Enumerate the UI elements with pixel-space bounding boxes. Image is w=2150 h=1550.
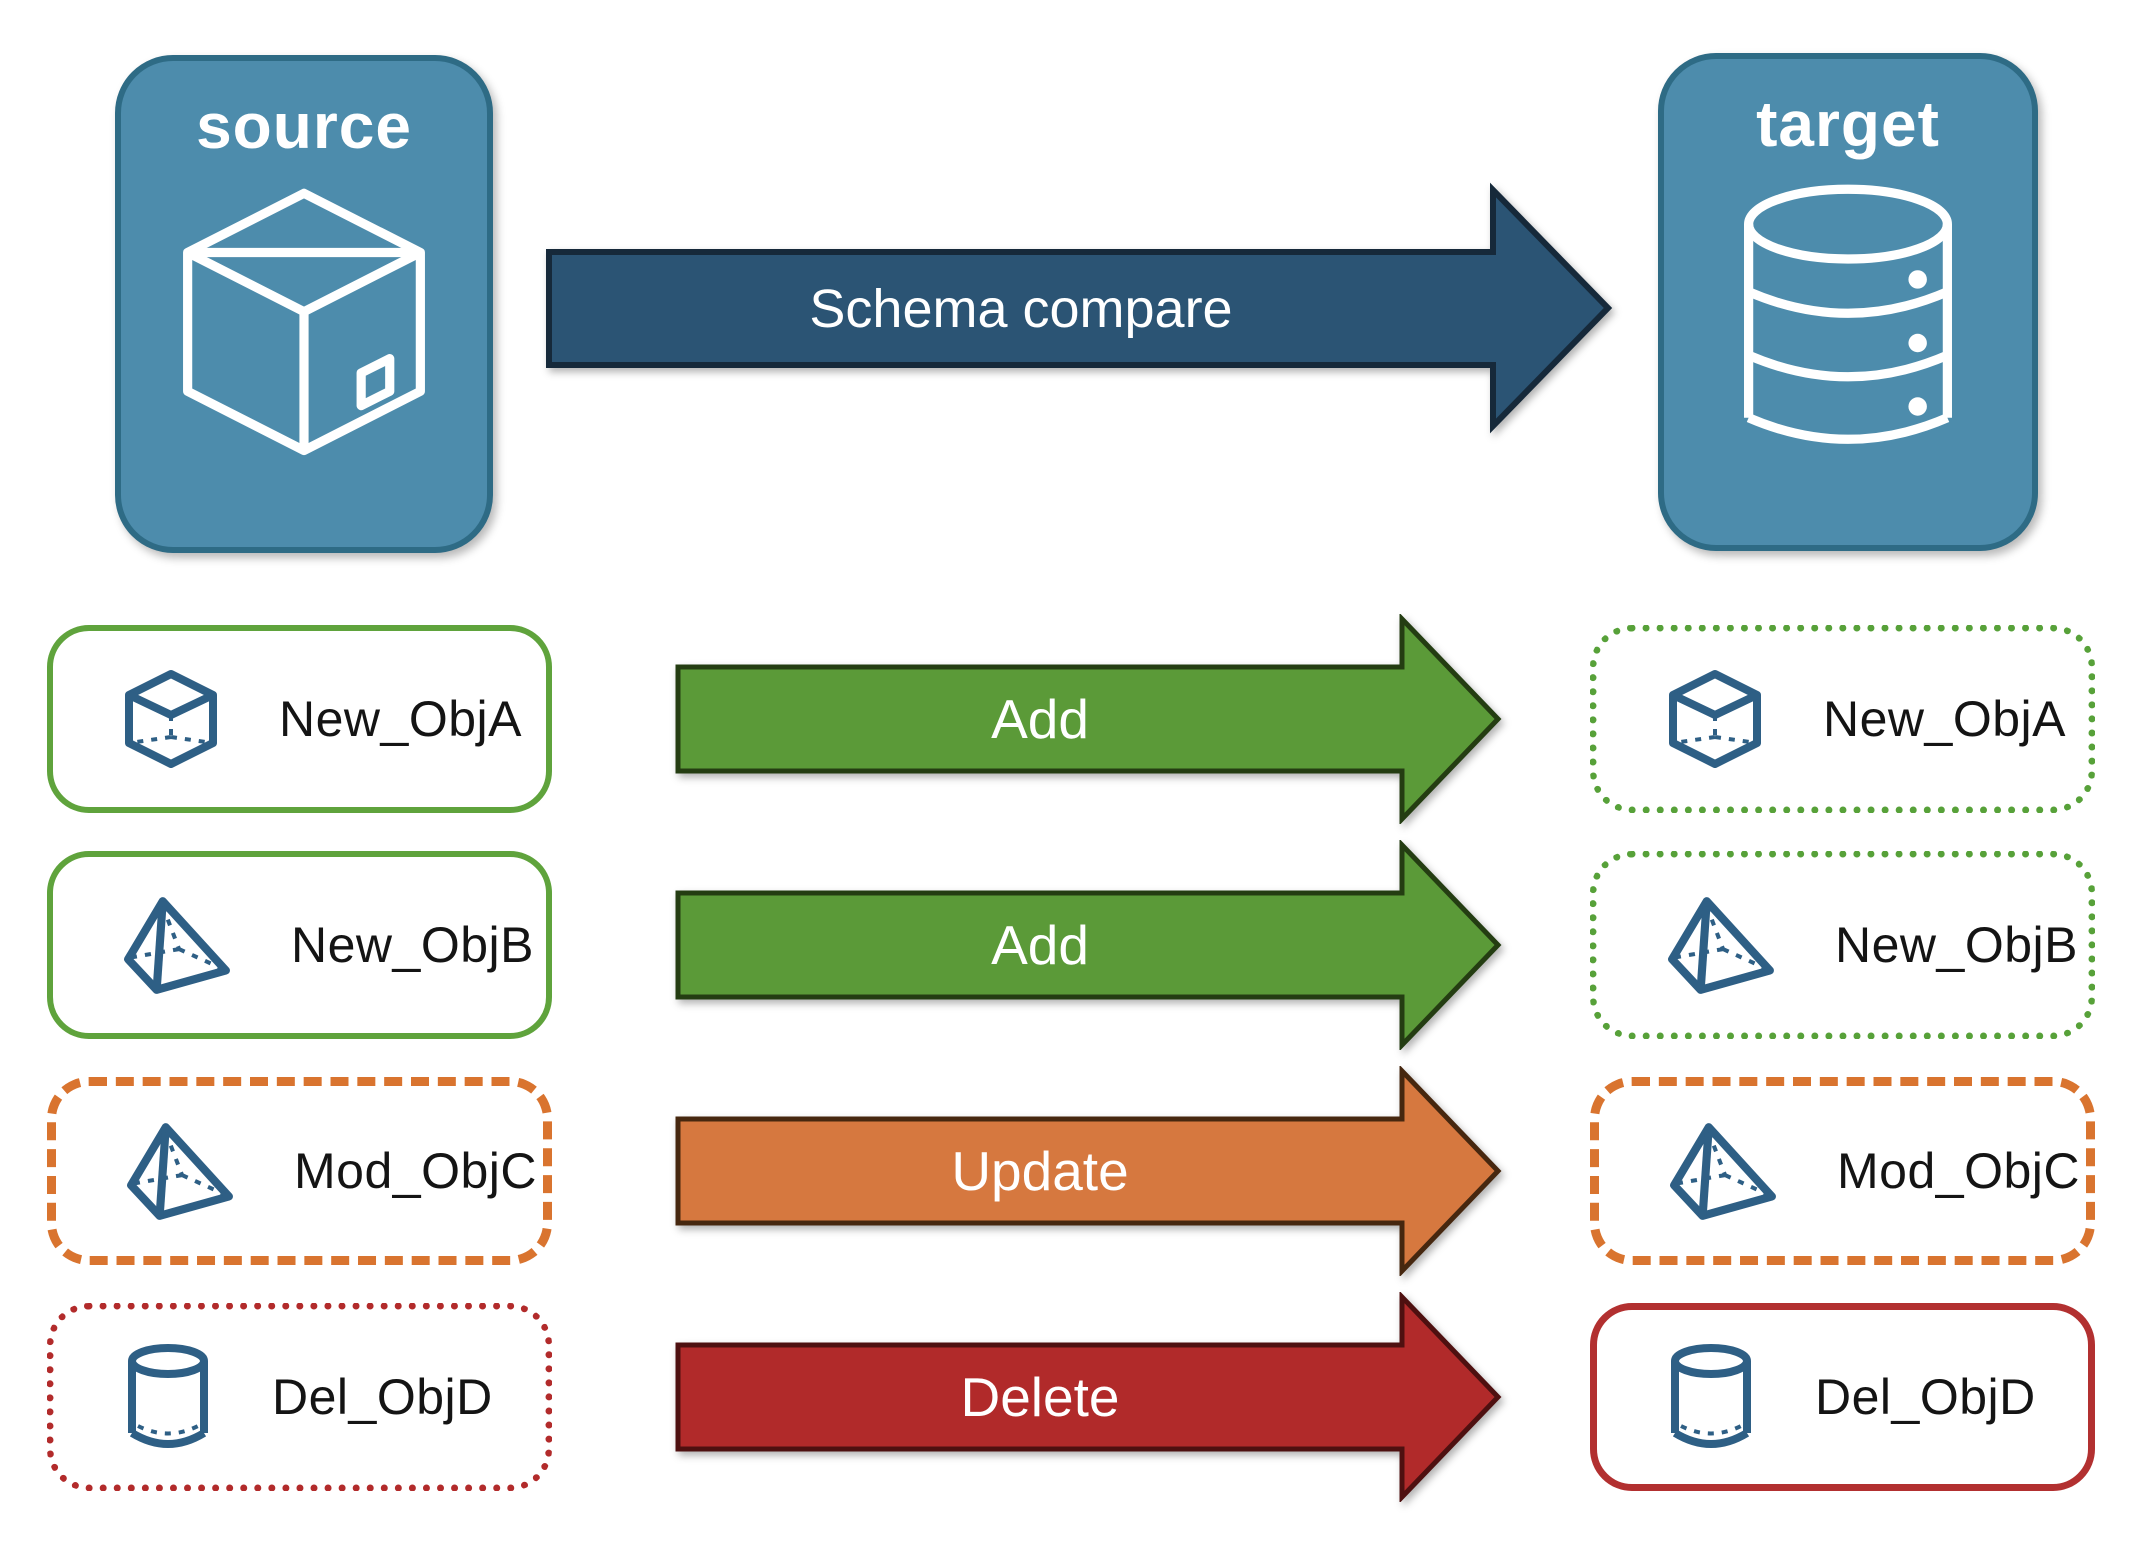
- add-arrow-row1: Add: [672, 614, 1512, 824]
- target-object-del-objd: Del_ObjD: [1590, 1303, 2095, 1491]
- delete-arrow-label: Delete: [960, 1365, 1120, 1428]
- source-title: source: [196, 90, 412, 162]
- object-label: Mod_ObjC: [294, 1143, 537, 1199]
- cylinder-icon: [1671, 1344, 1751, 1448]
- package-icon: [183, 189, 425, 456]
- object-label: New_ObjB: [1835, 917, 2078, 973]
- update-arrow-label: Update: [951, 1139, 1129, 1202]
- source-object-mod-objc: Mod_ObjC: [47, 1077, 552, 1265]
- object-label: New_ObjB: [291, 917, 534, 973]
- cylinder-icon: [128, 1344, 208, 1448]
- target-object-new-obja: New_ObjA: [1590, 625, 2095, 813]
- add-arrow-shape: [675, 840, 1502, 1050]
- object-label: New_ObjA: [279, 691, 522, 747]
- add-arrow-label: Add: [991, 913, 1089, 976]
- target-title: target: [1756, 88, 1940, 160]
- database-icon: [1744, 185, 1952, 445]
- object-label: Del_ObjD: [272, 1369, 493, 1425]
- target-object-new-objb: New_ObjB: [1590, 851, 2095, 1039]
- source-object-new-objb: New_ObjB: [47, 851, 552, 1039]
- update-arrow-row3: Update: [672, 1066, 1512, 1276]
- add-arrow-row2: Add: [672, 840, 1512, 1050]
- schema-compare-arrow: Schema compare: [540, 180, 1620, 436]
- source-object-del-objd: Del_ObjD: [47, 1303, 552, 1491]
- schema-compare-arrow-shape: [546, 182, 1613, 434]
- object-label: New_ObjA: [1823, 691, 2066, 747]
- pyramid-icon: [127, 1123, 233, 1220]
- source-object-new-obja: New_ObjA: [47, 625, 552, 813]
- pyramid-icon: [1670, 1123, 1776, 1220]
- object-label: Del_ObjD: [1815, 1369, 2036, 1425]
- cube-icon: [125, 670, 217, 768]
- pyramid-icon: [1668, 897, 1774, 994]
- add-arrow-shape: [675, 614, 1502, 824]
- update-arrow-shape: [675, 1066, 1502, 1276]
- delete-arrow-shape: [675, 1292, 1502, 1502]
- source-node: source: [115, 55, 493, 553]
- target-object-mod-objc: Mod_ObjC: [1590, 1077, 2095, 1265]
- delete-arrow-row4: Delete: [672, 1292, 1512, 1502]
- cube-icon: [1669, 670, 1761, 768]
- pyramid-icon: [124, 897, 230, 994]
- schema-compare-arrow-label: Schema compare: [809, 278, 1233, 339]
- target-node: target: [1658, 53, 2038, 551]
- object-label: Mod_ObjC: [1837, 1143, 2080, 1199]
- add-arrow-label: Add: [991, 687, 1089, 750]
